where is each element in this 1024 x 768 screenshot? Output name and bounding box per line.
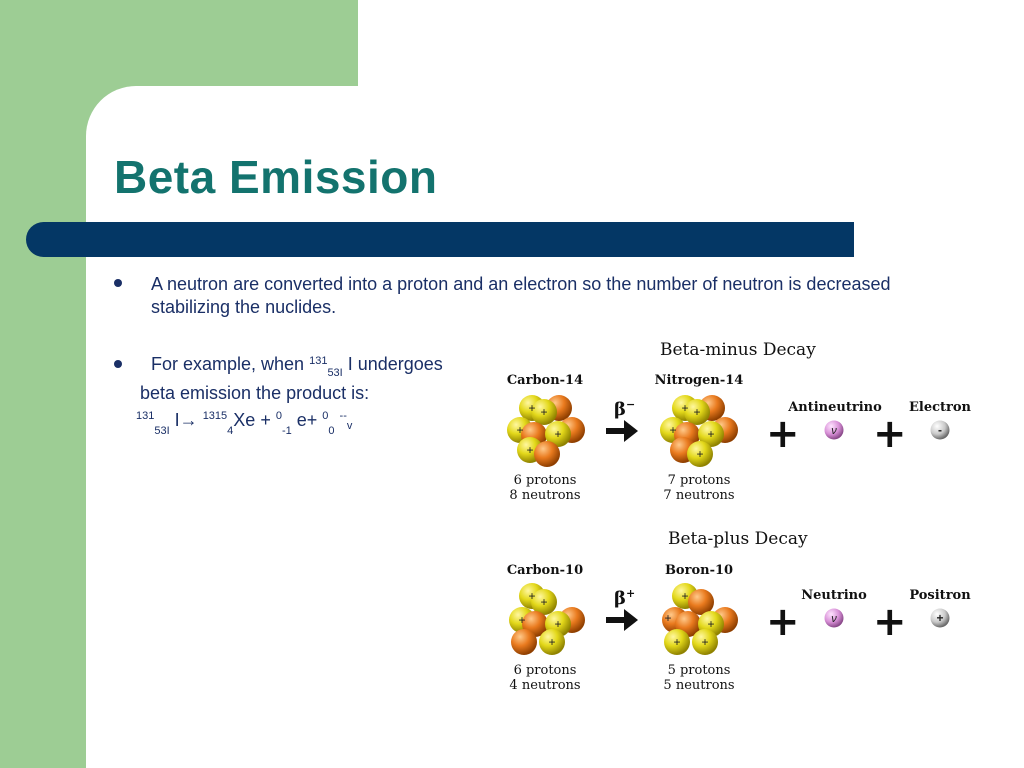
bullet-1-line-1: A neutron are converted into a proton an… bbox=[151, 274, 891, 294]
svg-text:+: + bbox=[664, 611, 671, 625]
svg-text:+: + bbox=[554, 427, 561, 441]
svg-text:+: + bbox=[526, 443, 533, 457]
carbon-14-nucleus-icon: + + + + + bbox=[507, 395, 585, 467]
bullet-dot-1 bbox=[114, 279, 122, 287]
svg-text:+: + bbox=[516, 423, 523, 437]
bullet-2-atomic-number: 53I bbox=[327, 367, 343, 379]
bullet-2-prefix: For example, when bbox=[151, 354, 310, 374]
beta-minus-letter: β bbox=[614, 399, 626, 420]
antineutrino-symbol: ν bbox=[831, 425, 837, 437]
svg-text:+: + bbox=[554, 617, 561, 631]
svg-text:+: + bbox=[540, 595, 547, 609]
positron-symbol: + bbox=[936, 611, 943, 625]
eq-iodine-mass: 131 bbox=[136, 410, 155, 422]
svg-text:+: + bbox=[673, 635, 680, 649]
svg-text:+: + bbox=[707, 617, 714, 631]
carbon-10-neutrons: 4 neutrons bbox=[509, 678, 581, 693]
beta-plus-arrow-icon bbox=[606, 609, 638, 631]
eq-antineutrino-bar: -- bbox=[339, 410, 347, 422]
nitrogen-14-label: Nitrogen-14 bbox=[654, 373, 744, 388]
carbon-10-protons: 6 protons bbox=[513, 663, 577, 678]
beta-plus-letter: β bbox=[614, 588, 626, 609]
svg-text:+: + bbox=[707, 427, 714, 441]
bullet-2-suffix: I undergoes bbox=[342, 354, 443, 374]
boron-10-neutrons: 5 neutrons bbox=[663, 678, 735, 693]
carbon-14-label: Carbon-14 bbox=[506, 373, 584, 388]
carbon-10-nucleus-icon: + + + + + bbox=[509, 583, 585, 655]
beta-minus-arrow-icon bbox=[606, 420, 638, 442]
svg-text:+: + bbox=[681, 401, 688, 415]
svg-text:+: + bbox=[528, 401, 535, 415]
svg-text:+: + bbox=[540, 405, 547, 419]
eq-xenon-mass: 1315 bbox=[202, 410, 228, 422]
svg-text:+: + bbox=[518, 613, 525, 627]
plus-sign-4: + bbox=[873, 599, 907, 645]
eq-neutrino-mass: 0 bbox=[322, 410, 329, 422]
bullet-2-mass-number: 131 bbox=[309, 355, 328, 367]
beta-plus-symbol: β+ bbox=[614, 587, 635, 609]
nitrogen-14-neutrons: 7 neutrons bbox=[663, 488, 735, 503]
neutrino-particle-icon: ν bbox=[824, 608, 844, 628]
svg-text:+: + bbox=[548, 635, 555, 649]
beta-minus-title: Beta-minus Decay bbox=[660, 340, 816, 360]
eq-xenon-atomic: 4 bbox=[227, 425, 234, 437]
bullet-2-line-1: For example, when 13153I I undergoes bbox=[151, 352, 443, 379]
boron-10-nucleus-icon: + + + + + bbox=[662, 583, 738, 655]
bullet-dot-2 bbox=[114, 360, 122, 368]
svg-text:+: + bbox=[528, 589, 535, 603]
positron-label: Positron bbox=[909, 588, 971, 603]
plus-sign-1: + bbox=[766, 411, 800, 457]
beta-minus-charge: − bbox=[625, 398, 636, 411]
carbon-14-protons: 6 protons bbox=[513, 473, 577, 488]
svg-text:+: + bbox=[701, 635, 708, 649]
electron-particle-icon: - bbox=[930, 420, 950, 440]
electron-label: Electron bbox=[908, 400, 971, 415]
svg-text:+: + bbox=[669, 423, 676, 437]
neutrino-symbol: ν bbox=[831, 613, 837, 625]
nitrogen-14-protons: 7 protons bbox=[667, 473, 731, 488]
boron-10-label: Boron-10 bbox=[664, 563, 734, 578]
antineutrino-particle-icon: ν bbox=[824, 420, 844, 440]
carbon-14-neutrons: 8 neutrons bbox=[509, 488, 581, 503]
bullet-2-line-2: beta emission the product is: bbox=[140, 383, 370, 403]
plus-sign-3: + bbox=[766, 599, 800, 645]
positron-particle-icon: + bbox=[930, 608, 950, 628]
beta-plus-title: Beta-plus Decay bbox=[668, 529, 808, 549]
eq-electron-symbol: e+ bbox=[291, 410, 323, 430]
svg-text:+: + bbox=[681, 589, 688, 603]
bullet-1-line-2: stabilizing the nuclides. bbox=[151, 297, 337, 317]
nitrogen-14-nucleus-icon: + + + + + bbox=[660, 395, 738, 467]
title-underline-bar bbox=[26, 222, 854, 257]
decay-equation: 131 53I I→ 1315 4Xe + 0 -1 e+ 0 0 --v bbox=[136, 410, 353, 437]
plus-sign-2: + bbox=[873, 411, 907, 457]
svg-text:+: + bbox=[696, 447, 703, 461]
svg-text:+: + bbox=[693, 405, 700, 419]
eq-antineutrino-symbol: v bbox=[346, 420, 353, 432]
boron-10-protons: 5 protons bbox=[667, 663, 731, 678]
antineutrino-label: Antineutrino bbox=[788, 400, 882, 415]
slide-title: Beta Emission bbox=[114, 151, 438, 203]
electron-symbol: - bbox=[938, 423, 942, 437]
beta-plus-charge: + bbox=[625, 587, 636, 600]
eq-iodine-symbol: I bbox=[169, 410, 180, 430]
eq-neutrino-charge: 0 bbox=[328, 425, 335, 437]
neutrino-label: Neutrino bbox=[801, 588, 867, 603]
eq-iodine-atomic: 53I bbox=[154, 425, 170, 437]
carbon-10-label: Carbon-10 bbox=[506, 563, 584, 578]
eq-electron-charge: -1 bbox=[281, 425, 292, 437]
background-top-white bbox=[358, 0, 1024, 86]
eq-xenon-symbol: Xe + bbox=[233, 410, 276, 430]
background-green-left bbox=[0, 0, 86, 768]
eq-electron-mass: 0 bbox=[275, 410, 282, 422]
eq-arrow: → bbox=[179, 410, 198, 430]
beta-minus-symbol: β− bbox=[614, 398, 635, 420]
